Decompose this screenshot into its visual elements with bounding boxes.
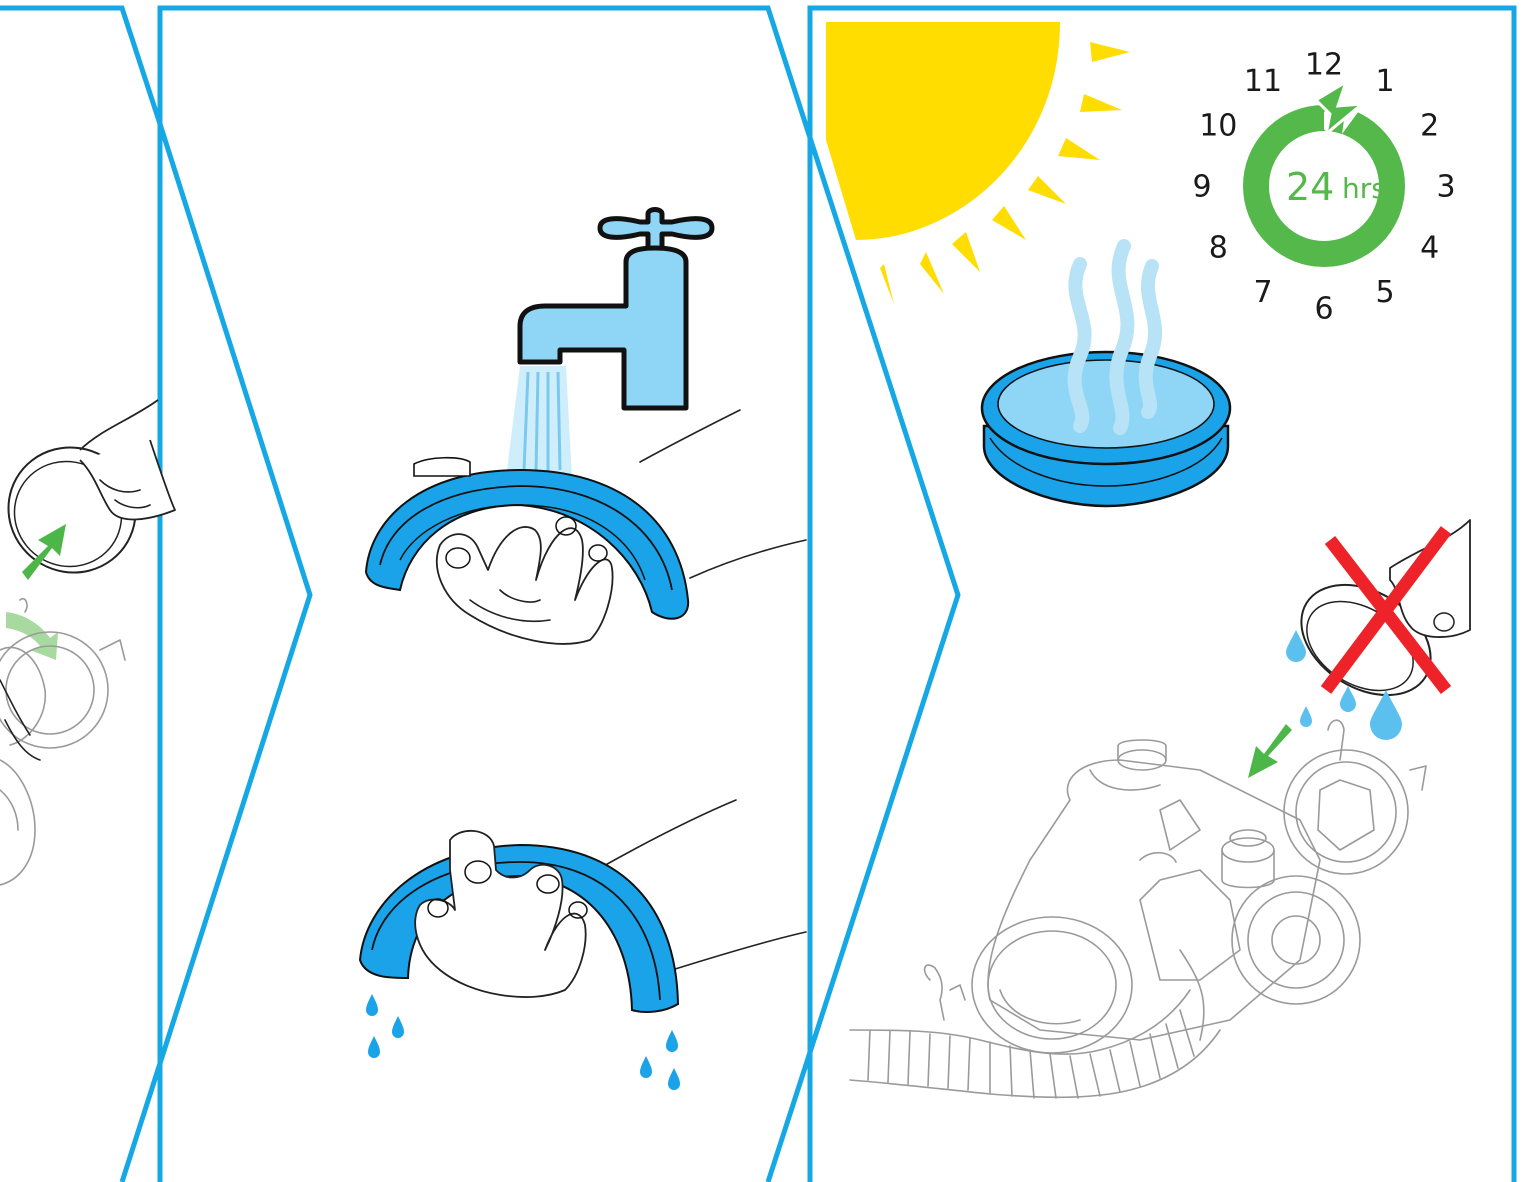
clock-hours-value: 24 (1286, 165, 1334, 209)
clock-number: 8 (1209, 231, 1228, 266)
panel-1-border (0, 8, 310, 1182)
arrow-icon (1248, 724, 1292, 778)
clock-number: 9 (1192, 170, 1211, 205)
clock-number: 12 (1305, 48, 1343, 83)
clock-number: 7 (1253, 275, 1272, 310)
vacuum-cleaner (850, 720, 1426, 1098)
hand-outline (437, 527, 613, 644)
arrow-icon (6, 612, 58, 660)
clock-hours-unit: hrs (1342, 172, 1386, 205)
wet-filter-warning (1248, 520, 1470, 778)
water-stream (506, 366, 572, 478)
clock-number: 3 (1436, 170, 1455, 205)
clock-number: 10 (1199, 109, 1237, 144)
clock-number: 6 (1314, 292, 1333, 327)
panel-1-illustration (0, 400, 175, 885)
clock-number: 1 (1375, 64, 1394, 99)
clock-number: 2 (1420, 109, 1439, 144)
panel-2-illustration (360, 210, 806, 1091)
clock-number: 4 (1420, 231, 1439, 266)
drying-filter (982, 246, 1230, 506)
clock-number: 11 (1244, 64, 1282, 99)
clock-number: 5 (1375, 275, 1394, 310)
